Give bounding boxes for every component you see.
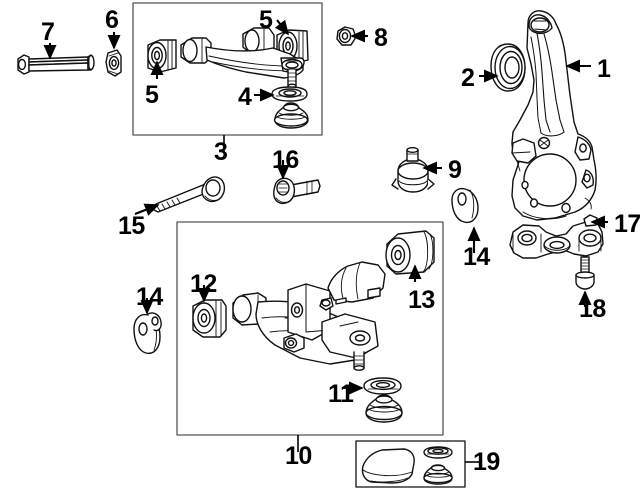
part-19-boot-kit (361, 446, 453, 485)
callout-7[interactable]: 7 (41, 18, 55, 46)
part-16-bolt-rear (273, 177, 321, 205)
part-1-steering-knuckle (511, 10, 597, 221)
callout-18[interactable]: 18 (579, 295, 606, 323)
group-box-19 (355, 440, 466, 488)
leader-15 (134, 203, 160, 216)
part-6-cam-washer (105, 49, 122, 77)
part-14-stopper-left (133, 312, 162, 355)
part-4-dust-cover (271, 86, 309, 129)
part-11-dust-cover (363, 377, 403, 423)
callout-11[interactable]: 11 (328, 380, 354, 408)
callout-9[interactable]: 9 (448, 156, 462, 184)
callout-8[interactable]: 8 (374, 24, 388, 52)
callout-5-front[interactable]: 5 (145, 81, 159, 109)
callout-2[interactable]: 2 (461, 64, 475, 92)
part-12-bushing-front (192, 299, 227, 338)
callout-17[interactable]: 17 (614, 210, 640, 238)
part-18-bolt (575, 256, 595, 290)
callout-4[interactable]: 4 (238, 83, 252, 111)
part-14-stopper-right (451, 187, 479, 224)
part-17-knuckle-arm (509, 214, 604, 259)
group-box-3 (132, 2, 323, 136)
part-2-seal-ring (490, 43, 526, 92)
part-3-upper-control-arm (180, 27, 305, 89)
callout-16[interactable]: 16 (272, 146, 299, 174)
callout-14-upper[interactable]: 14 (463, 243, 490, 271)
callout-19[interactable]: 19 (473, 448, 500, 476)
callout-5-rear[interactable]: 5 (259, 6, 273, 34)
callout-6[interactable]: 6 (105, 6, 119, 34)
callout-1[interactable]: 1 (597, 55, 611, 83)
leader-5a (274, 19, 290, 36)
callout-15[interactable]: 15 (118, 212, 145, 240)
callout-3[interactable]: 3 (214, 138, 228, 166)
part-13-bushing-rear (385, 230, 435, 275)
callout-10[interactable]: 10 (285, 442, 312, 470)
callout-13[interactable]: 13 (408, 286, 435, 314)
callout-12[interactable]: 12 (190, 270, 217, 298)
part-9-upper-ball-joint (391, 146, 435, 193)
part-5-bushing-front (147, 39, 177, 73)
part-10-lower-control-arm (232, 261, 386, 371)
callout-14-lower[interactable]: 14 (136, 283, 163, 311)
part-15-bolt-front (151, 176, 226, 213)
part-7-adjusting-bolt (17, 54, 95, 75)
group-box-10 (176, 221, 444, 436)
